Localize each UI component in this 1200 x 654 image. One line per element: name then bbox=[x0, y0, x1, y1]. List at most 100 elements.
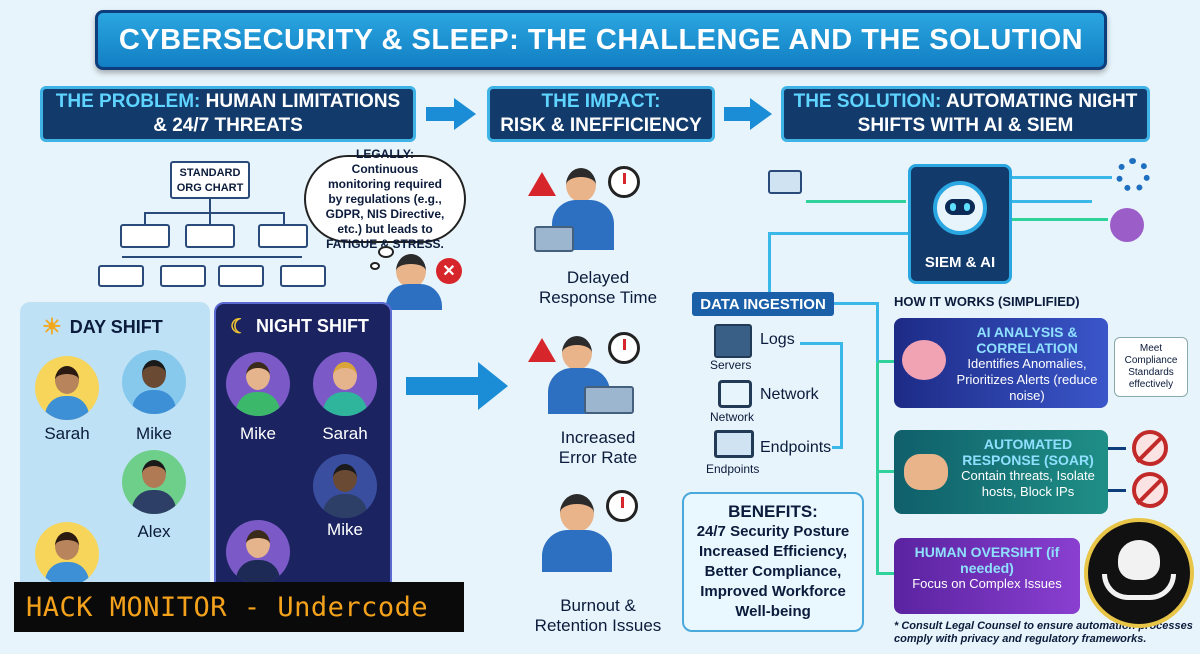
legal-thought-bubble: LEGALLY: Continuous monitoring required … bbox=[304, 147, 466, 251]
network-icon bbox=[718, 380, 752, 408]
benefit-item: Well-being bbox=[735, 603, 811, 620]
connector-line bbox=[800, 342, 842, 345]
laptop-icon bbox=[534, 226, 574, 252]
problem-line1: HUMAN LIMITATIONS bbox=[205, 91, 401, 112]
source-label: Endpoints bbox=[760, 439, 832, 456]
header-arrow-icon-2 bbox=[750, 98, 772, 130]
source-caption: Endpoints bbox=[706, 462, 760, 476]
laptop-icon bbox=[584, 386, 634, 414]
warning-icon bbox=[528, 172, 556, 196]
org-line bbox=[122, 256, 302, 258]
night-shift-title: ☾ NIGHT SHIFT bbox=[230, 314, 369, 339]
error-icon: ✕ bbox=[436, 258, 462, 284]
clock-icon bbox=[606, 490, 638, 522]
feature-title: AUTOMATED RESPONSE (SOAR) bbox=[962, 436, 1094, 468]
page-title: CYBERSECURITY & SLEEP: THE CHALLENGE AND… bbox=[95, 10, 1107, 70]
arrow-shaft bbox=[1108, 489, 1126, 492]
impact-illustration-1 bbox=[520, 160, 650, 260]
problem-highlight: THE PROBLEM: bbox=[55, 91, 201, 112]
impact-highlight: THE IMPACT: bbox=[541, 91, 661, 112]
org-node bbox=[185, 224, 235, 248]
impact-label-2: Increased Error Rate bbox=[498, 428, 698, 468]
source-label: Network bbox=[760, 386, 819, 403]
benefit-item: 24/7 Security Posture bbox=[696, 523, 850, 540]
avatar bbox=[35, 522, 99, 586]
feature-title: AI ANALYSIS & CORRELATION bbox=[976, 324, 1078, 356]
avatar bbox=[122, 350, 186, 414]
day-shift-title-text: DAY SHIFT bbox=[69, 316, 163, 337]
day-person-name: Mike bbox=[136, 424, 172, 443]
connector-line bbox=[876, 362, 879, 574]
watermark-text: HACK MONITOR - Undercode bbox=[26, 591, 429, 623]
octopus-logo-seal bbox=[1084, 518, 1194, 628]
solution-header: THE SOLUTION: AUTOMATING NIGHT SHIFTS WI… bbox=[781, 86, 1150, 142]
connector-line bbox=[876, 572, 894, 575]
impact-header: THE IMPACT: RISK & INEFFICIENCY bbox=[487, 86, 715, 142]
org-line bbox=[144, 212, 284, 214]
source-caption: Network bbox=[710, 410, 755, 424]
vr-headset-icon bbox=[1110, 208, 1144, 242]
org-node bbox=[218, 265, 264, 287]
compliance-note: Meet Compliance Standards effectively bbox=[1114, 337, 1188, 397]
night-person-name: Sarah bbox=[322, 424, 368, 443]
org-chart-label: STANDARD ORG CHART bbox=[170, 161, 250, 199]
avatar bbox=[313, 352, 377, 416]
block-icon bbox=[1132, 472, 1168, 508]
org-node bbox=[98, 265, 144, 287]
siem-label: SIEM & AI bbox=[924, 254, 996, 271]
night-shift-title-text: NIGHT SHIFT bbox=[255, 316, 369, 336]
avatar bbox=[122, 450, 186, 514]
org-node bbox=[160, 265, 206, 287]
monitor-icon bbox=[768, 170, 802, 194]
header-arrow-icon-1 bbox=[454, 98, 476, 130]
how-it-works-title: HOW IT WORKS (SIMPLIFIED) bbox=[894, 294, 1080, 309]
connector-line bbox=[832, 446, 843, 449]
brain-icon bbox=[902, 340, 946, 380]
feature-text: Identifies Anomalies, Prioritizes Alerts… bbox=[956, 356, 1098, 403]
feature-human-oversight: HUMAN OVERSIHT (if needed) Focus on Comp… bbox=[894, 538, 1080, 614]
benefits-box: BENEFITS: 24/7 Security Posture Increase… bbox=[682, 492, 864, 632]
block-icon bbox=[1132, 430, 1168, 466]
watermark-banner: HACK MONITOR - Undercode bbox=[14, 582, 464, 632]
endpoint-icon bbox=[714, 430, 754, 458]
data-ingestion-title: DATA INGESTION bbox=[692, 292, 834, 316]
connector-line bbox=[834, 302, 878, 305]
impact-3-line1: Burnout & bbox=[560, 596, 636, 615]
connector-line bbox=[1012, 218, 1108, 221]
data-ingestion-title-text: DATA INGESTION bbox=[700, 295, 826, 313]
solution-line2: SHIFTS WITH AI & SIEM bbox=[857, 115, 1074, 136]
benefits-title: BENEFITS: bbox=[728, 502, 818, 521]
connector-line bbox=[876, 470, 894, 473]
arrow-right-icon bbox=[478, 362, 508, 410]
feature-text: Focus on Complex Issues bbox=[912, 576, 1062, 591]
impact-2-line2: Error Rate bbox=[558, 448, 638, 467]
header-arrow-shaft-2 bbox=[724, 107, 752, 121]
org-line bbox=[209, 212, 211, 224]
source-label: Logs bbox=[760, 331, 795, 348]
day-person-name: Alex bbox=[137, 522, 171, 541]
clock-icon bbox=[608, 166, 640, 198]
connector-line bbox=[876, 302, 879, 362]
avatar bbox=[226, 352, 290, 416]
solution-highlight: THE SOLUTION: bbox=[793, 91, 942, 112]
arrow-shaft bbox=[406, 377, 482, 395]
feature-ai-analysis: AI ANALYSIS & CORRELATION Identifies Ano… bbox=[894, 318, 1108, 408]
avatar bbox=[226, 520, 290, 584]
avatar bbox=[35, 356, 99, 420]
night-person-name: Mike bbox=[240, 424, 276, 443]
header-arrow-shaft-1 bbox=[426, 107, 456, 121]
benefit-item: Increased Efficiency, bbox=[698, 543, 848, 560]
problem-line2: & 24/7 THREATS bbox=[153, 115, 303, 136]
stressed-worker-icon bbox=[386, 254, 442, 310]
day-person-name: Sarah bbox=[44, 424, 90, 443]
org-node bbox=[258, 224, 308, 248]
feature-text: Contain threats, Isolate hosts, Block IP… bbox=[961, 468, 1095, 499]
org-line bbox=[283, 212, 285, 224]
impact-label-1: Delayed Response Time bbox=[498, 268, 698, 308]
impact-2-line1: Increased bbox=[560, 428, 636, 447]
org-line bbox=[209, 199, 211, 213]
server-icon bbox=[714, 324, 752, 358]
arrow-shaft bbox=[1108, 447, 1126, 450]
impact-label-3: Burnout & Retention Issues bbox=[498, 596, 698, 636]
sun-icon: ☀ bbox=[42, 314, 62, 339]
